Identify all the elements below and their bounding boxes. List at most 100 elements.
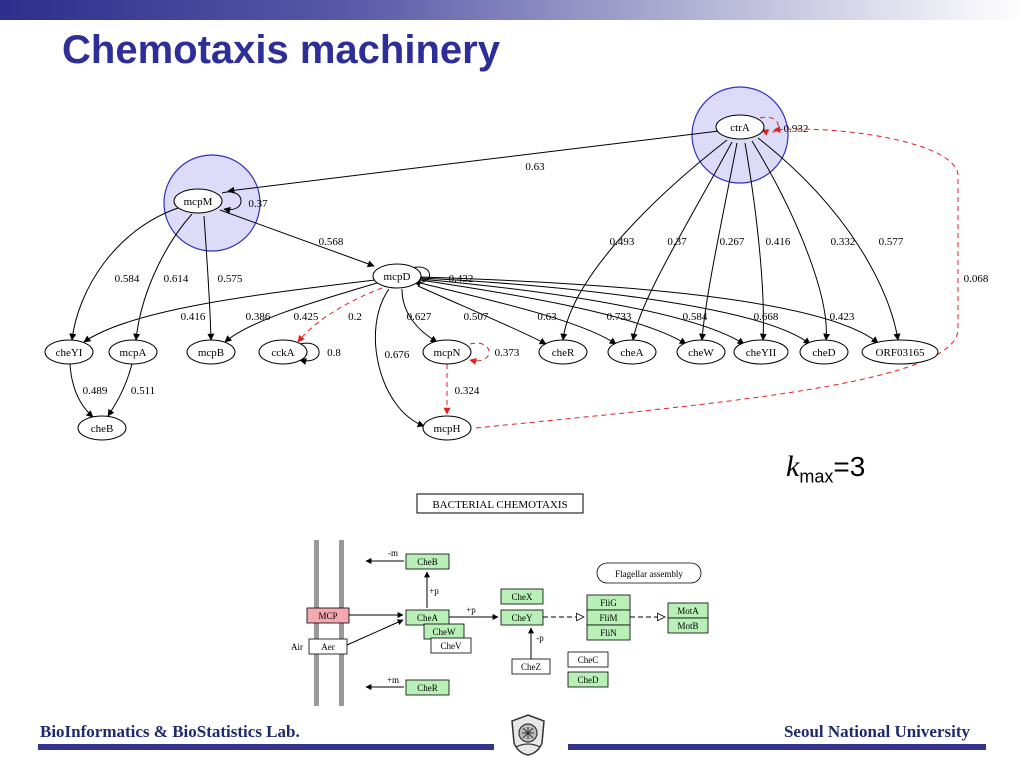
edge-mcpD-ORF03165 (419, 276, 879, 344)
edge-weight-mcpD-cheR: 0.507 (464, 311, 489, 323)
edge-cheYI-cheB (69, 363, 94, 418)
node-ellipse-mcpA (108, 339, 158, 365)
arrow-aer-chea (346, 619, 404, 646)
node-cheYII: cheYII (733, 339, 789, 365)
edge-weight-mcpD-cheYI: 0.416 (181, 311, 206, 323)
node-ellipse-mcpD (372, 263, 422, 289)
kegg-box-label-CheA: CheA (417, 613, 438, 623)
kegg-box-MotA: MotA (667, 602, 709, 619)
node-label-cheA: cheA (620, 347, 643, 359)
edge-mcpD-cheYII (419, 278, 745, 345)
node-label-cheB: cheB (91, 423, 114, 435)
edge-weight-ctrA-ORF03165: 0.577 (879, 236, 904, 248)
kegg-box-FliG: FliG (586, 594, 631, 611)
node-cheB: cheB (77, 415, 127, 441)
edge-mcpM-mcpM (221, 191, 242, 214)
node-label-ORF03165: ORF03165 (876, 347, 925, 359)
edge-ctrA-cheD (751, 140, 831, 341)
label-air: Air (291, 642, 303, 652)
kegg-box-label-CheB: CheB (417, 557, 438, 567)
edge-weight-mcpD-cheD: 0.668 (754, 311, 779, 323)
node-ellipse-cckA (258, 339, 308, 365)
edge-mcpD-cheD (419, 277, 811, 345)
edge-mcpD-mcpH (375, 288, 425, 428)
node-label-mcpN: mcpN (434, 347, 461, 359)
node-ellipse-mcpM (173, 188, 223, 214)
edge-weight-mcpM-mcpM: 0.37 (248, 198, 268, 210)
node-ellipse-mcpN (422, 339, 472, 365)
edge-weight-mcpM-cheYI: 0.584 (115, 273, 140, 285)
edge-mcpD-mcpB (224, 282, 378, 343)
edge-weight-ctrA-cheR: 0.493 (610, 236, 635, 248)
kegg-box-CheV: CheV (430, 637, 472, 654)
kegg-box-label-CheZ: CheZ (521, 662, 541, 672)
node-mcpD: mcpD (372, 263, 422, 289)
node-ellipse-mcpH (422, 415, 472, 441)
edge-mcpH-ctrA (475, 125, 959, 429)
label-plus-p-2: +p (466, 605, 476, 615)
node-ellipse-cheR (538, 339, 588, 365)
kegg-box-CheC: CheC (567, 651, 609, 668)
kmax-eq: =3 (833, 451, 866, 482)
edge-weight-ctrA-cheD: 0.332 (831, 236, 856, 248)
kegg-box-FliN: FliN (586, 624, 631, 641)
edge-mcpD-cheR (417, 285, 547, 345)
edge-mcpD-cheA (419, 282, 617, 345)
node-label-mcpA: mcpA (120, 347, 147, 359)
node-cheR: cheR (538, 339, 588, 365)
edge-ctrA-cheYII (744, 142, 767, 341)
kegg-box-CheB: CheB (405, 553, 450, 570)
footer-bar-right (568, 744, 986, 750)
kegg-box-CheZ: CheZ (511, 658, 551, 675)
node-label-mcpB: mcpB (198, 347, 224, 359)
kegg-box-CheY: CheY (500, 609, 544, 626)
node-mcpH: mcpH (422, 415, 472, 441)
edge-ctrA-ORF03165 (757, 137, 901, 341)
top-gradient-bar (0, 0, 1024, 20)
kmax-label: kmax=3 (786, 450, 865, 488)
label-minus-m: -m (388, 548, 398, 558)
node-mcpB: mcpB (186, 339, 236, 365)
edge-mcpD-mcpD (411, 266, 430, 287)
edge-mcpD-mcpN (401, 288, 438, 343)
edge-weight-ctrA-mcpM: 0.63 (525, 161, 545, 173)
edge-weight-mcpD-cheYII: 0.584 (683, 311, 708, 323)
kegg-title-text: BACTERIAL CHEMOTAXIS (432, 499, 567, 511)
kegg-box-label-CheW: CheW (433, 627, 456, 637)
edge-weight-mcpD-ORF03165: 0.423 (830, 311, 855, 323)
kegg-box-CheR: CheR (405, 679, 450, 696)
node-label-ctrA: ctrA (730, 122, 750, 134)
kegg-flagellar-label: Flagellar assembly (615, 569, 683, 579)
node-mcpA: mcpA (108, 339, 158, 365)
kegg-box-label-CheR: CheR (417, 683, 438, 693)
slide-title: Chemotaxis machinery (62, 28, 500, 72)
kegg-title: BACTERIAL CHEMOTAXIS (416, 493, 584, 514)
edge-weight-ctrA-cheYII: 0.416 (766, 236, 791, 248)
node-ellipse-mcpB (186, 339, 236, 365)
node-label-mcpD: mcpD (384, 271, 411, 283)
kegg-box-CheA: CheA (405, 609, 450, 626)
edge-weight-mcpM-mcpD: 0.568 (319, 236, 344, 248)
membrane-bar-inner (339, 540, 344, 706)
node-ellipse-cheA (607, 339, 657, 365)
node-ctrA: ctrA (715, 114, 765, 140)
edge-mcpN-mcpN (469, 342, 490, 365)
edge-weight-mcpD-mcpN: 0.627 (407, 311, 432, 323)
node-mcpM: mcpM (173, 188, 223, 214)
kegg-box-label-CheX: CheX (512, 592, 533, 602)
edge-ctrA-ctrA (759, 116, 779, 136)
kegg-box-label-Aer: Aer (321, 642, 335, 652)
edge-weight-extra: 0.2 (348, 311, 362, 323)
edge-mcpD-cckA (297, 287, 383, 343)
edge-mcpA-cheB (107, 363, 133, 417)
edge-weight-cckA-cckA: 0.8 (327, 347, 341, 359)
node-ellipse-cheYI (44, 339, 94, 365)
node-ellipse-ctrA (715, 114, 765, 140)
node-label-mcpM: mcpM (184, 196, 213, 208)
kegg-box-label-CheY: CheY (512, 613, 533, 623)
node-ellipse-cheW (676, 339, 726, 365)
node-cheW: cheW (676, 339, 726, 365)
kegg-box-MCP: MCP (306, 607, 350, 624)
footer-bar-left (38, 744, 494, 750)
